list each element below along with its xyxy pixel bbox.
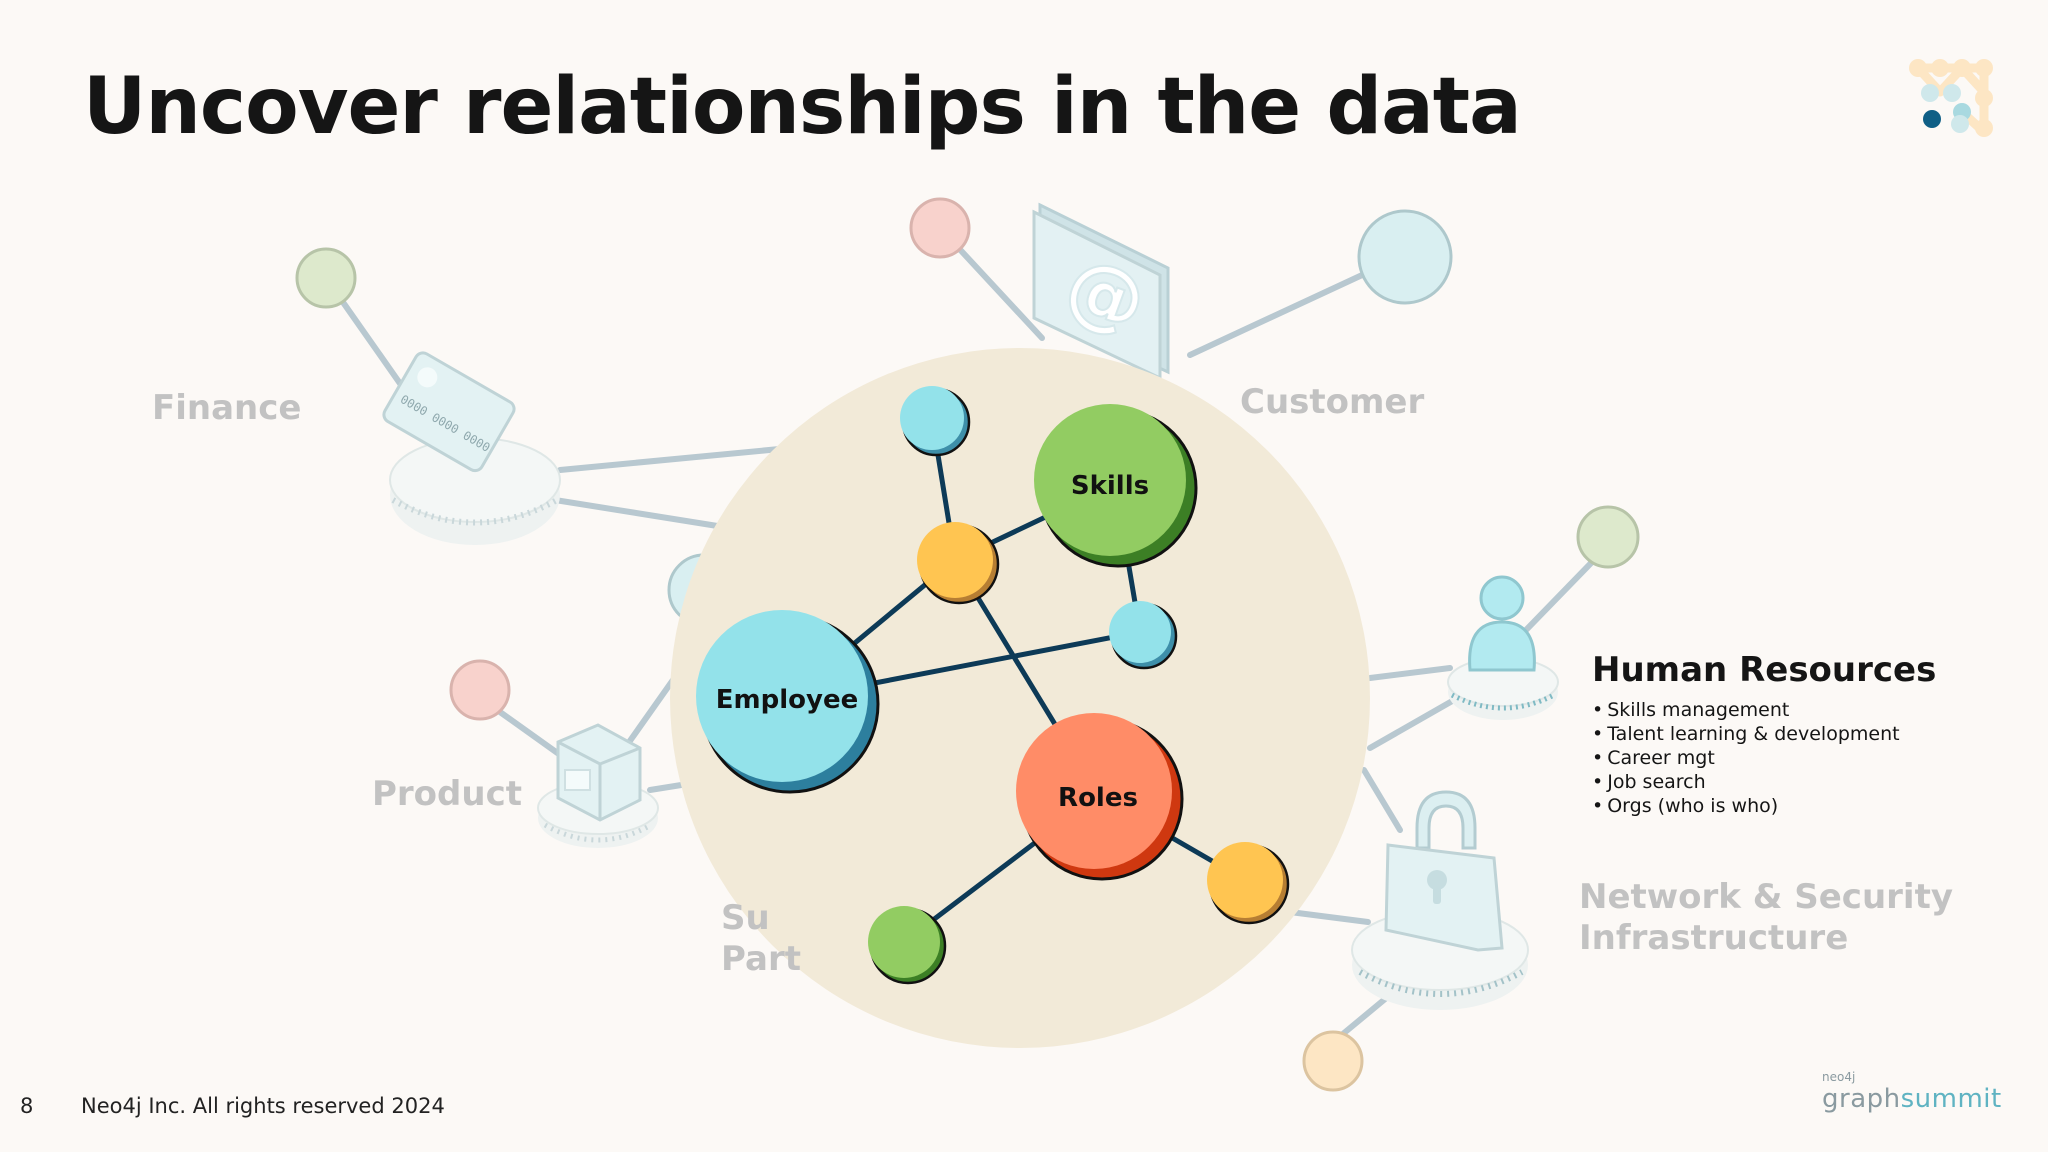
slide-title: Uncover relationships in the data [83,62,1522,152]
customer-label: Customer [1240,382,1425,422]
copyright-text: Neo4j Inc. All rights reserved 2024 [81,1094,445,1118]
customer-edge-blue [1187,260,1391,358]
hr-item: Career mgt [1592,746,1936,770]
hr-item: Skills management [1592,698,1936,722]
product-label: Product [372,774,522,814]
product-pink-node [449,659,511,721]
email-icon: @ [1032,202,1170,381]
roles-label: Roles [1058,783,1138,813]
skills-node [1034,404,1186,556]
hr-item: Talent learning & development [1592,722,1936,746]
hr-edge-green [1523,557,1597,633]
lock-icon [1351,790,1529,1010]
yellow-node-right [1207,842,1283,918]
network-label-line2: Infrastructure [1579,918,1849,958]
roles-node [1016,713,1172,869]
graphsummit-wordmark: neo4j graphsummit [1822,1070,2002,1114]
human-resources-list: Skills management Talent learning & deve… [1592,698,1936,818]
brand-part-summit: summit [1900,1084,2002,1114]
person-icon [1447,575,1559,720]
graph-nodes: Skills Employee Roles [696,386,1290,985]
hr-green-node [1576,505,1640,569]
finance-edge-lower [552,497,733,531]
package-icon [537,723,659,848]
hr-edge-1 [1367,665,1453,681]
employee-label: Employee [716,685,858,715]
network-edge-left [1287,909,1371,925]
network-yellow-node [1302,1030,1364,1092]
customer-pink-node [909,197,971,259]
employee-node [696,610,868,782]
hr-item: Orgs (who is who) [1592,794,1936,818]
graphsummit-logo-mark [1909,59,1993,137]
focus-circle [670,348,1370,1048]
network-label-line1: Network & Security [1579,877,1953,917]
finance-node [295,247,357,309]
neo4j-small-text: neo4j [1822,1070,1856,1084]
supply-label-line2: Part [721,939,801,979]
hr-item: Job search [1592,770,1936,794]
credit-card-icon: 0000 0000 0000 [382,351,561,545]
green-node-bottom [868,906,940,978]
blue-node-right [1109,601,1171,663]
blue-node-top [900,386,964,450]
finance-label: Finance [152,388,302,428]
supply-label-line1: Su [721,898,770,938]
brand-part-graph: graph [1822,1084,1901,1114]
yellow-node-center [917,522,993,598]
finance-edge-right [557,445,793,473]
skills-label: Skills [1071,471,1149,501]
graphsummit-text: graphsummit [1822,1084,2002,1114]
human-resources-title: Human Resources [1592,650,1937,690]
page-number: 8 [20,1094,34,1118]
customer-blue-node [1357,209,1453,305]
human-resources-panel: Human Resources Skills management Talent… [1592,650,1936,818]
network-edge-up [1361,767,1403,833]
